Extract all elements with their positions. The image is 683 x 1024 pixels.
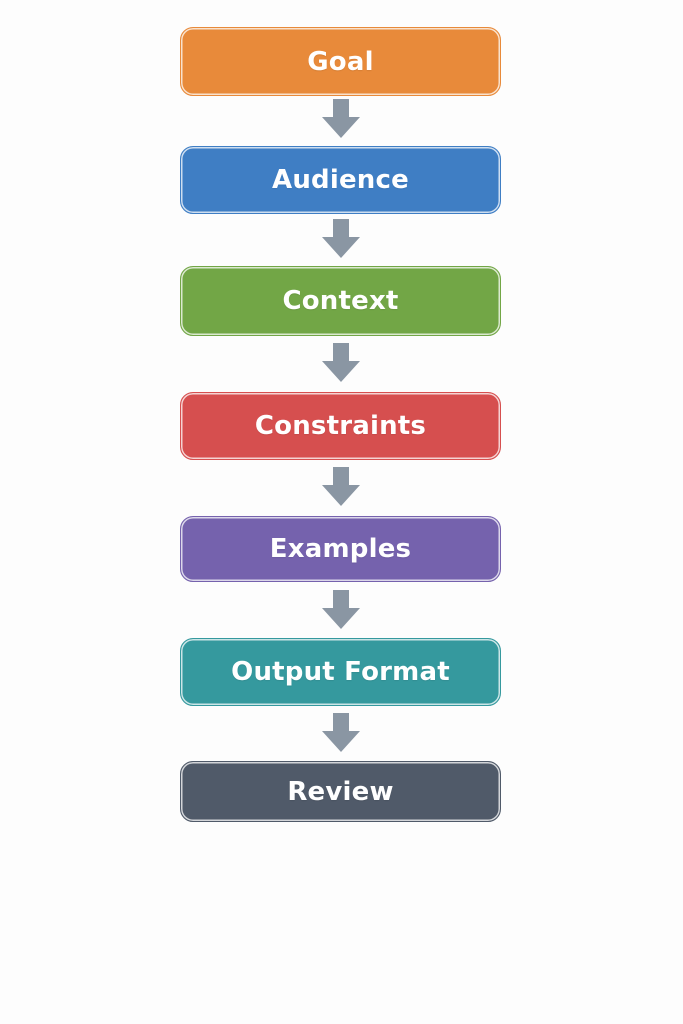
step-output-format: Output Format: [180, 638, 501, 706]
step-audience: Audience: [180, 146, 501, 214]
step-review: Review: [180, 761, 501, 822]
down-arrow-icon: [321, 99, 361, 139]
step-label: Context: [282, 286, 399, 316]
down-arrow-icon: [321, 219, 361, 259]
down-arrow-icon: [321, 343, 361, 383]
step-constraints: Constraints: [180, 392, 501, 460]
down-arrow-icon: [321, 713, 361, 753]
step-examples: Examples: [180, 516, 501, 582]
down-arrow-icon: [321, 467, 361, 507]
step-label: Constraints: [254, 411, 427, 441]
down-arrow-icon: [321, 590, 361, 630]
step-label: Audience: [272, 165, 409, 195]
step-goal: Goal: [180, 27, 501, 96]
step-label: Output Format: [231, 657, 450, 687]
step-context: Context: [180, 266, 501, 336]
step-label: Review: [287, 776, 394, 807]
step-label: Goal: [307, 46, 374, 77]
step-label: Examples: [269, 534, 412, 564]
